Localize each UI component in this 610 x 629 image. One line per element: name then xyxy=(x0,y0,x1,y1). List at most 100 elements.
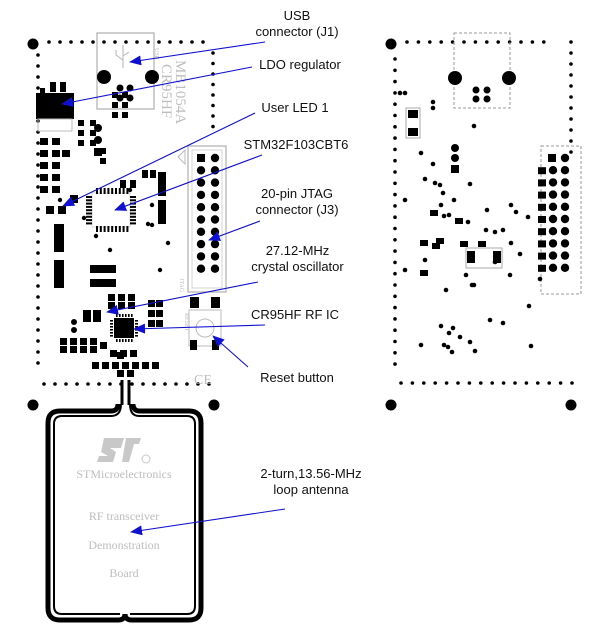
via xyxy=(393,226,397,231)
via xyxy=(441,342,447,348)
arrow-reset xyxy=(212,335,249,368)
ldo-regulator xyxy=(36,93,74,119)
via xyxy=(569,117,573,121)
via xyxy=(152,382,156,386)
usb-mount-hole xyxy=(145,70,159,84)
smd-pad xyxy=(112,362,119,369)
smd-part xyxy=(90,265,116,273)
arrow-xtal xyxy=(106,281,259,315)
via xyxy=(393,204,397,208)
via xyxy=(393,158,397,163)
via xyxy=(47,40,51,44)
via xyxy=(36,306,40,310)
smd-pad xyxy=(80,346,87,353)
via xyxy=(537,276,543,282)
via xyxy=(64,382,68,386)
via xyxy=(36,251,40,255)
ldo-caps xyxy=(40,82,66,93)
via xyxy=(517,251,523,257)
jtag-pin xyxy=(210,264,220,273)
smd-pad xyxy=(52,186,60,193)
jtag-pin xyxy=(210,190,220,200)
antenna-text-3: Board xyxy=(109,566,138,580)
jtag-pad xyxy=(548,166,558,175)
via xyxy=(430,99,436,105)
smd-pad xyxy=(112,102,118,108)
via xyxy=(465,219,471,225)
via xyxy=(440,190,446,196)
via xyxy=(422,381,426,385)
via xyxy=(467,339,473,345)
jtag-pin xyxy=(196,215,206,224)
via xyxy=(569,139,573,143)
via xyxy=(157,267,163,273)
via xyxy=(536,381,540,385)
via xyxy=(428,40,432,44)
via xyxy=(36,53,40,57)
via xyxy=(569,62,573,66)
via xyxy=(36,350,40,354)
arrow-ldo xyxy=(61,66,253,107)
jtag-pin xyxy=(196,178,206,187)
via xyxy=(53,382,57,386)
usb-pads xyxy=(116,84,134,102)
via xyxy=(97,382,101,386)
via xyxy=(393,68,397,73)
smd-components xyxy=(40,92,171,377)
via xyxy=(36,75,40,79)
via xyxy=(81,215,87,221)
smd-pad xyxy=(142,362,149,369)
smd-part xyxy=(54,224,64,252)
smd-pad xyxy=(52,138,60,145)
smd-pad xyxy=(120,180,126,188)
smd-pad xyxy=(112,112,118,118)
smd-pad xyxy=(102,362,109,369)
jtag-pin-1 xyxy=(197,154,205,162)
smd-pad xyxy=(78,130,84,136)
callout-reset-button: Reset button xyxy=(252,370,342,386)
smd-pad xyxy=(100,158,106,164)
via xyxy=(36,262,40,266)
via xyxy=(393,79,397,84)
via xyxy=(393,260,397,265)
jtag-pin xyxy=(196,190,206,200)
smd-pad xyxy=(455,218,463,224)
via xyxy=(36,196,40,200)
smd-pad xyxy=(122,362,129,369)
via xyxy=(211,93,215,97)
via xyxy=(130,382,134,386)
via xyxy=(146,40,150,44)
smd-pad xyxy=(117,352,124,359)
via xyxy=(124,40,128,44)
smd-part xyxy=(158,200,166,224)
smd-pad xyxy=(78,120,84,126)
smd-pad xyxy=(148,320,155,327)
jtag-pad xyxy=(560,227,570,236)
via xyxy=(36,273,40,277)
via xyxy=(393,283,397,287)
jtag-pin xyxy=(210,178,220,187)
via xyxy=(463,272,469,278)
antenna-feed xyxy=(120,380,131,405)
via xyxy=(450,325,456,331)
jtag-pin xyxy=(196,264,206,273)
usb-mount-hole xyxy=(97,70,111,84)
via xyxy=(437,182,443,188)
via xyxy=(36,141,40,145)
via xyxy=(471,282,477,288)
via xyxy=(472,348,478,354)
callout-line: User LED 1 xyxy=(261,100,329,115)
jtag-pad xyxy=(548,251,558,260)
smd-pad xyxy=(52,162,60,169)
callout-line: connector (J1) xyxy=(255,24,339,39)
via xyxy=(569,84,573,88)
via xyxy=(108,382,112,386)
led xyxy=(94,124,102,132)
via xyxy=(393,170,397,174)
via xyxy=(185,382,189,386)
loop-antenna: STMicroelectronics RF transceiver Demons… xyxy=(45,403,204,623)
via xyxy=(58,40,62,44)
jtag-pin xyxy=(210,153,220,163)
jtag-pad xyxy=(560,239,570,248)
via xyxy=(471,123,477,129)
